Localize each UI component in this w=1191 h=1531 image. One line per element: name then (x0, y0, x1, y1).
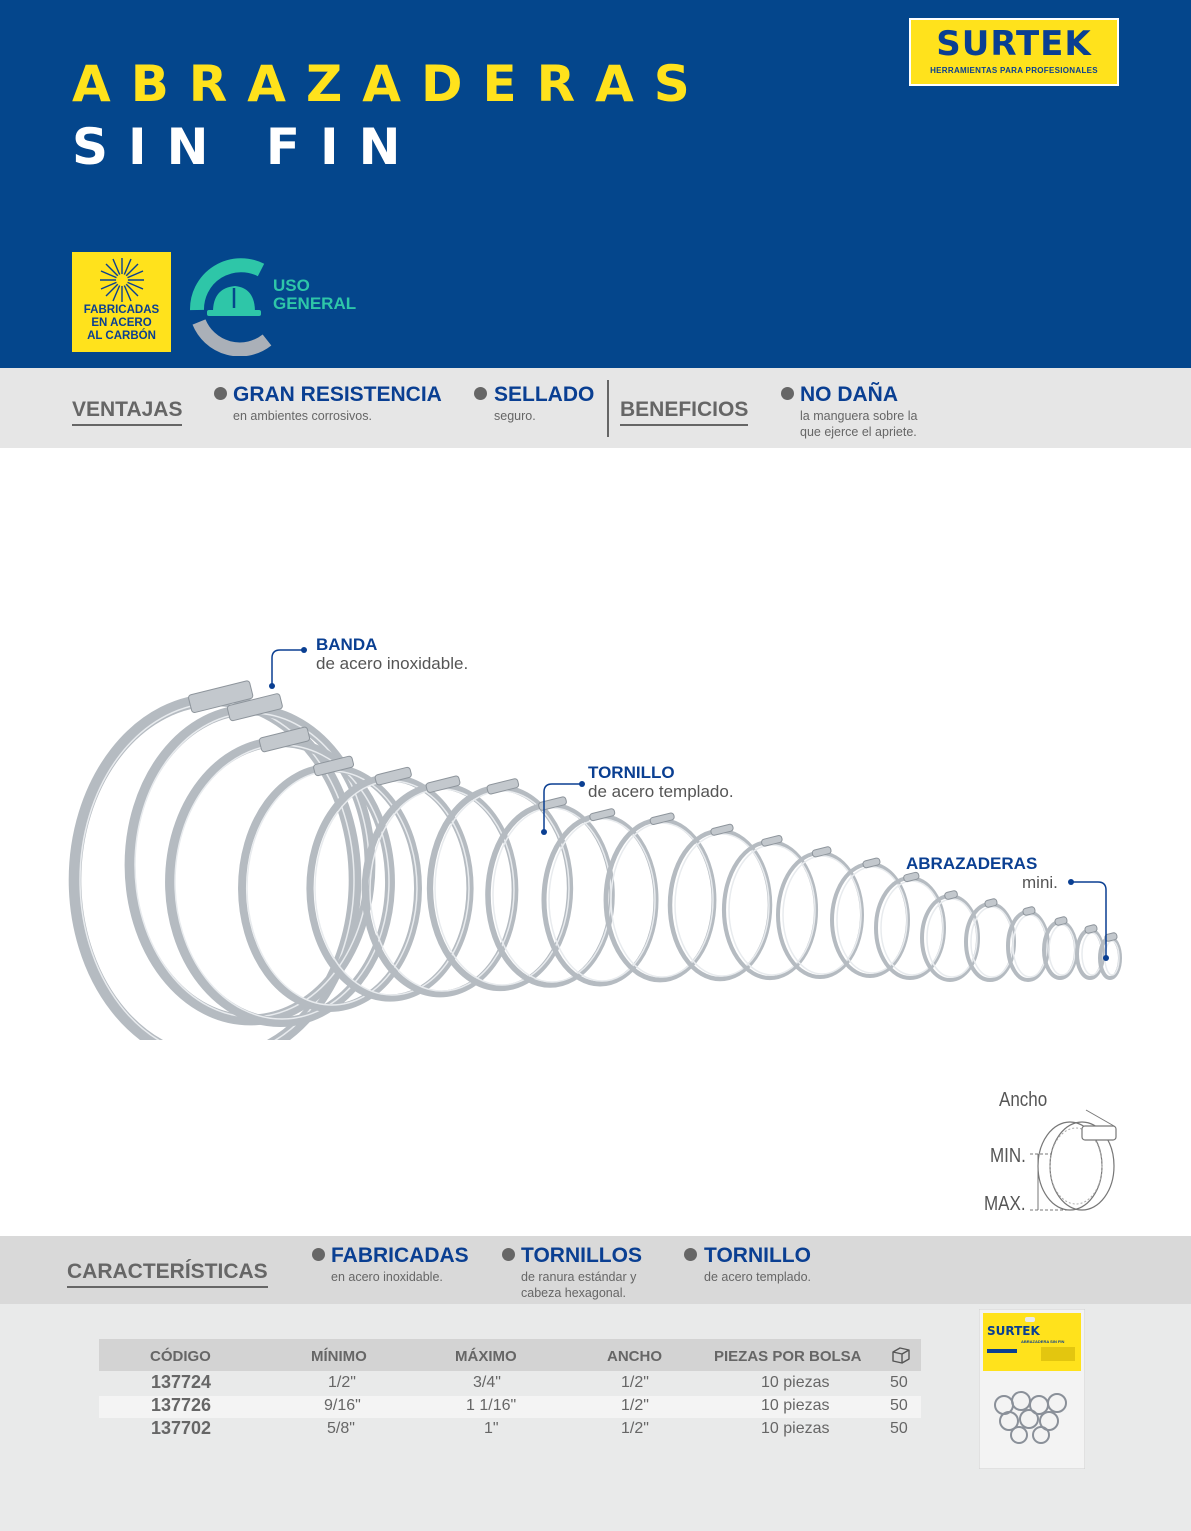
general-use-ring-icon (189, 258, 272, 356)
callout-banda-heading: BANDA (316, 635, 378, 654)
ventajas-band (0, 368, 1191, 448)
surtek-logo: SURTEK HERRAMIENTAS PARA PROFESIONALES (909, 18, 1119, 86)
ventaja-heading-1: GRAN RESISTENCIA (233, 383, 442, 406)
diagram-max-label: MAX. (984, 1193, 1026, 1215)
caracteristicas-band (0, 1236, 1191, 1304)
bullet-icon (312, 1248, 325, 1261)
header-minimo: MÍNIMO (311, 1348, 367, 1365)
product-package-image: SURTEK ABRAZADERA SIN FIN (979, 1309, 1085, 1469)
caracteristica-heading-3: TORNILLO (704, 1244, 811, 1267)
diagram-ancho-label: Ancho (999, 1089, 1048, 1111)
table-row: 137702 5/8" 1" 1/2" 10 piezas 50 (99, 1418, 921, 1441)
header-ancho: ANCHO (607, 1348, 662, 1365)
cell-codigo: 137726 (151, 1395, 212, 1415)
package-brand: SURTEK (987, 1324, 1040, 1338)
cell-piezas: 10 piezas (761, 1420, 830, 1437)
cell-maximo: 1 1/16" (466, 1397, 517, 1414)
cell-minimo: 9/16" (324, 1397, 361, 1414)
caracteristica-heading-2: TORNILLOS (521, 1244, 642, 1267)
carbon-steel-badge: FABRICADAS EN ACERO AL CARBÓN (72, 252, 171, 352)
callout-banda-text: de acero inoxidable. (316, 654, 469, 673)
cell-minimo: 1/2" (328, 1374, 356, 1391)
callout-banda-line (269, 647, 307, 689)
header-piezas: PIEZAS POR BOLSA (714, 1348, 862, 1365)
brand-name: SURTEK (936, 24, 1092, 64)
ventajas-title: VENTAJAS (72, 398, 183, 426)
caracteristica-text-1: en acero inoxidable. (331, 1270, 443, 1284)
cell-codigo: 137724 (151, 1372, 212, 1392)
callout-tornillo-line (541, 781, 585, 835)
caracteristica-text-2a: de ranura estándar y (521, 1270, 637, 1284)
title-line-1: ABRAZADERAS (72, 55, 710, 113)
hose-clamps-image (68, 680, 1122, 1040)
cell-minimo: 5/8" (327, 1420, 355, 1437)
callout-mini-line (1068, 879, 1109, 961)
badge-material-line2: EN ACERO (91, 317, 152, 329)
beneficio-heading-1: NO DAÑA (800, 383, 898, 406)
caracteristica-heading-1: FABRICADAS (331, 1244, 469, 1267)
header-banner: ABRAZADERAS SIN FIN SURTEK HERRAMIENTAS … (0, 0, 1191, 368)
caracteristica-text-3: de acero templado. (704, 1270, 812, 1284)
cell-bolsa: 50 (890, 1397, 908, 1414)
badge-material-line3: AL CARBÓN (87, 330, 156, 342)
clamp-dimension-diagram (1030, 1109, 1117, 1211)
table-header: CÓDIGO MÍNIMO MÁXIMO ANCHO PIEZAS POR BO… (99, 1339, 921, 1371)
cell-ancho: 1/2" (621, 1420, 649, 1437)
steel-sun-icon (99, 257, 145, 303)
box-icon (892, 1347, 910, 1364)
cell-piezas: 10 piezas (761, 1374, 830, 1391)
badge-material-line1: FABRICADAS (83, 304, 160, 316)
ventaja-heading-2: SELLADO (494, 383, 595, 406)
cell-maximo: 1" (484, 1420, 499, 1437)
bullet-icon (474, 387, 487, 400)
brand-tagline: HERRAMIENTAS PARA PROFESIONALES (930, 66, 1098, 75)
cell-codigo: 137702 (151, 1418, 212, 1438)
table-row: 137726 9/16" 1 1/16" 1/2" 10 piezas 50 (99, 1395, 921, 1418)
callout-mini-text: mini. (1022, 873, 1058, 892)
header-maximo: MÁXIMO (455, 1348, 517, 1365)
beneficio-text-1b: que ejerce el apriete. (800, 425, 917, 439)
table-row: 137724 1/2" 3/4" 1/2" 10 piezas 50 (99, 1372, 921, 1395)
cell-bolsa: 50 (890, 1420, 908, 1437)
bullet-icon (781, 387, 794, 400)
cell-ancho: 1/2" (621, 1374, 649, 1391)
cell-bolsa: 50 (890, 1374, 908, 1391)
cell-piezas: 10 piezas (761, 1397, 830, 1414)
beneficio-text-1a: la manguera sobre la (800, 409, 918, 423)
badge-use-line1: USO (273, 276, 310, 295)
badge-use-line2: GENERAL (273, 294, 357, 313)
caracteristicas-title: CARACTERÍSTICAS (67, 1260, 268, 1288)
caracteristica-text-2b: cabeza hexagonal. (521, 1286, 626, 1300)
diagram-min-label: MIN. (990, 1145, 1026, 1167)
general-use-badge: USO GENERAL (183, 250, 383, 356)
callout-tornillo-text: de acero templado. (588, 782, 734, 801)
section-divider (607, 380, 609, 437)
header-codigo: CÓDIGO (150, 1348, 211, 1365)
beneficios-title: BENEFICIOS (620, 398, 749, 426)
hard-hat-icon (207, 286, 261, 316)
bullet-icon (214, 387, 227, 400)
cell-maximo: 3/4" (473, 1374, 501, 1391)
callout-mini-heading: ABRAZADERAS (906, 854, 1038, 873)
title-line-2: SIN FIN (72, 118, 421, 176)
callout-tornillo-heading: TORNILLO (588, 763, 675, 782)
cell-ancho: 1/2" (621, 1397, 649, 1414)
bullet-icon (684, 1248, 697, 1261)
package-label: ABRAZADERA SIN FIN (1021, 1339, 1065, 1344)
ventaja-text-2: seguro. (494, 409, 536, 423)
ventaja-text-1: en ambientes corrosivos. (233, 409, 372, 423)
bullet-icon (502, 1248, 515, 1261)
